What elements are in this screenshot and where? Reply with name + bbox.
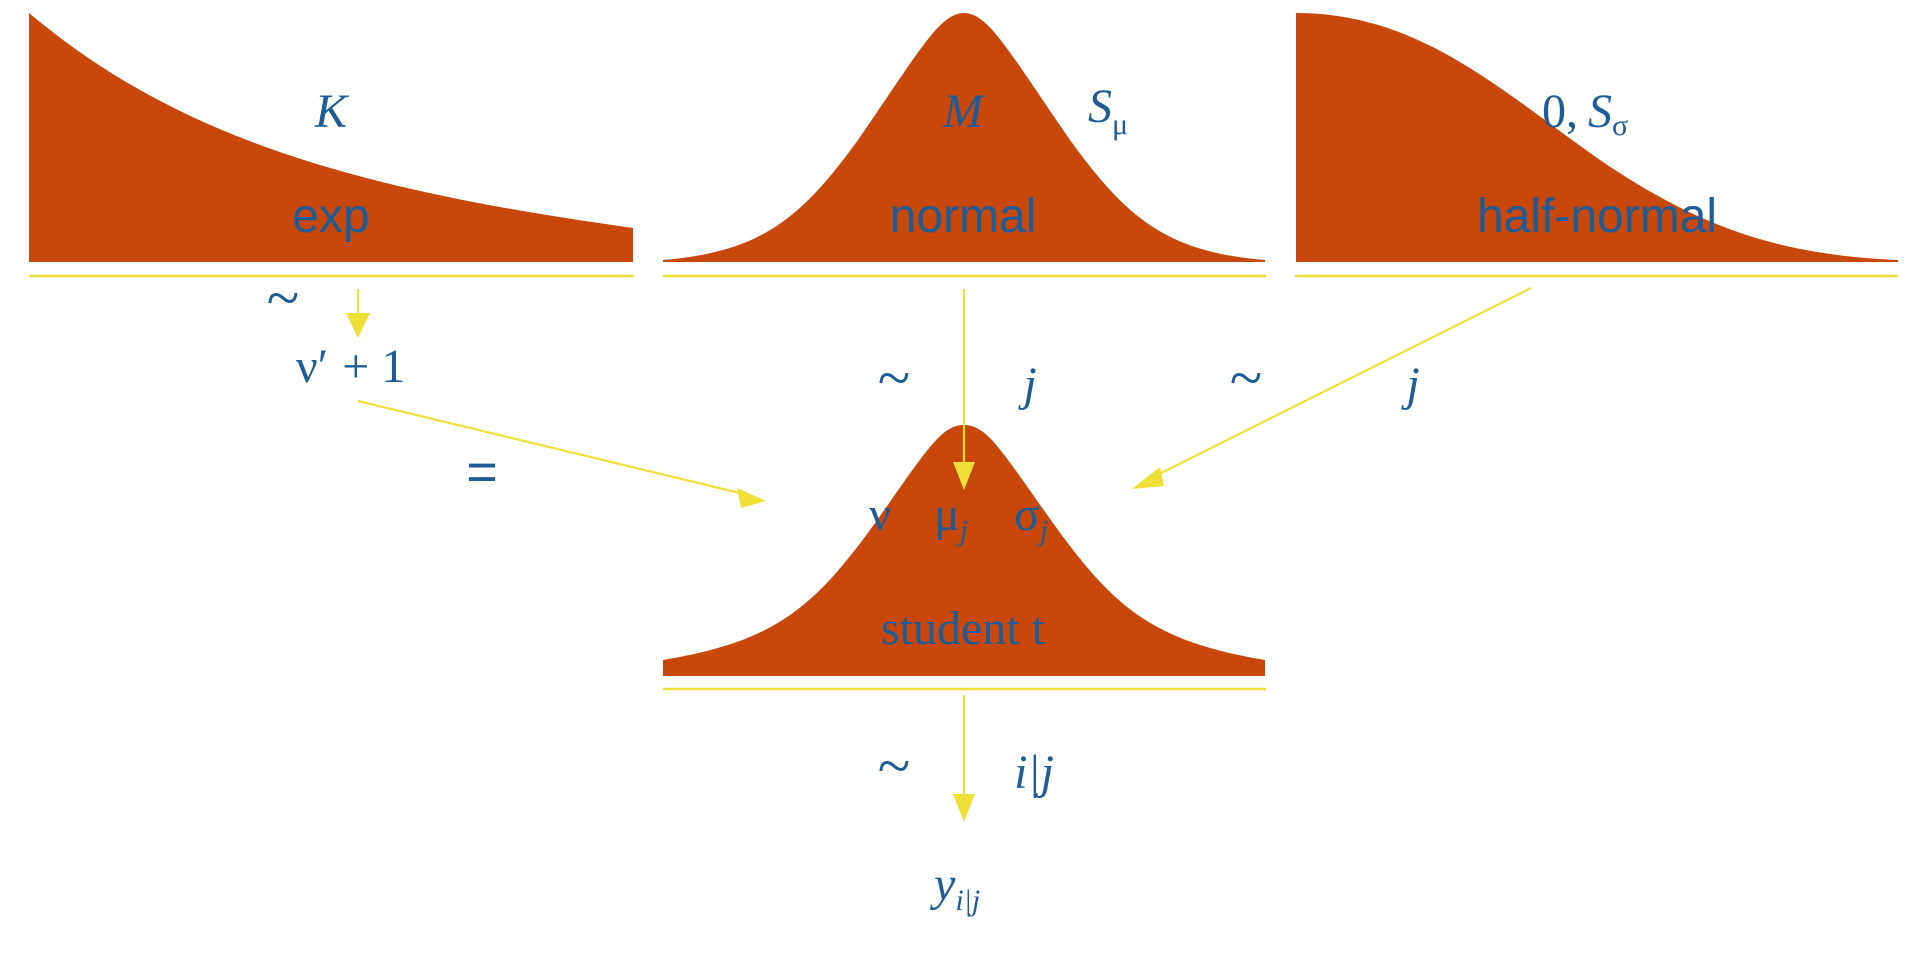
exp-label: exp [292, 190, 369, 243]
student-t-param-nu: ν [869, 488, 891, 541]
student-t-distribution: ν μj σj student t [663, 425, 1266, 691]
arrowhead-student-t [953, 794, 975, 822]
tilde-half-normal: ~ [1230, 345, 1262, 411]
arrowhead-exp [346, 313, 370, 338]
y-ij-data: yi|j [929, 858, 980, 917]
half-normal-label: half-normal [1477, 190, 1717, 243]
arrowhead-nu [737, 488, 766, 508]
nu-prime-plus-one: ν′+ 1 [296, 340, 405, 393]
arrowhead-half-normal [1132, 467, 1164, 489]
normal-label: normal [890, 190, 1037, 243]
arrowhead-normal [953, 462, 975, 490]
tilde-exp: ~ [267, 265, 299, 331]
index-ij-student-t: i|j [1014, 746, 1054, 799]
tilde-student-t: ~ [878, 733, 910, 799]
arrow-half-normal-to-student-t [1154, 287, 1532, 477]
normal-distribution: M Sμ normal [663, 13, 1266, 278]
exp-curve [29, 13, 633, 262]
normal-param-s-mu: Sμ [1088, 80, 1128, 141]
relation-labels: ~ ν′+ 1 = ~ j ~ j ~ i|j yi|j [267, 265, 1420, 917]
half-normal-distribution: 0,Sσ half-normal [1295, 13, 1898, 278]
student-t-param-mu: μj [934, 488, 968, 547]
index-j-normal: j [1017, 358, 1036, 411]
student-t-label: student t [881, 602, 1046, 655]
half-normal-curve [1296, 13, 1898, 262]
arrow-nu-to-student-t [357, 399, 749, 497]
equals-sign: = [466, 442, 498, 502]
normal-curve [663, 13, 1265, 262]
student-t-curve [663, 425, 1265, 676]
normal-param-m: M [942, 85, 986, 138]
half-normal-params: 0,Sσ [1542, 85, 1628, 142]
exp-param-k: K [314, 85, 350, 138]
arrows [346, 287, 1532, 822]
tilde-normal: ~ [878, 345, 910, 411]
exp-distribution: K exp [29, 13, 634, 278]
index-j-half-normal: j [1400, 358, 1419, 411]
student-t-param-sigma: σj [1014, 488, 1048, 547]
